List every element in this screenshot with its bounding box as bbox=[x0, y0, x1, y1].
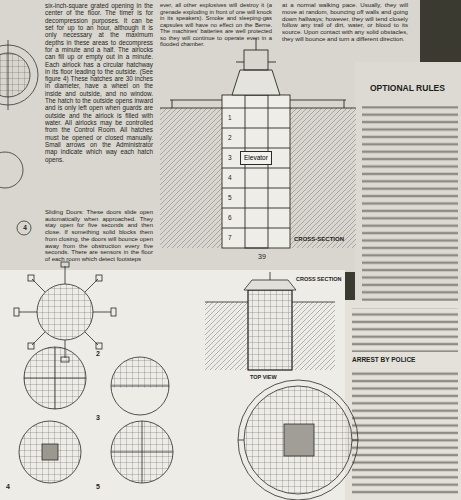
figure-label: 6 bbox=[228, 214, 238, 222]
figure-label: 3 bbox=[228, 154, 238, 162]
figure-label: 2 bbox=[228, 134, 238, 142]
figure-label: 4 bbox=[228, 174, 238, 182]
figure-label: 1 bbox=[228, 114, 238, 122]
figure-label: 4 bbox=[6, 483, 14, 491]
body-text: OPTIONAL RULES bbox=[370, 84, 458, 94]
figure-label: 3 bbox=[96, 414, 104, 422]
body-text: ARREST BY POLICE bbox=[352, 356, 456, 364]
figure-label: 4 bbox=[21, 224, 29, 232]
figure-label: 5 bbox=[228, 194, 238, 202]
elevator-box: Elevator bbox=[240, 151, 272, 165]
body-text: at a normal walking pace. Usually, they … bbox=[282, 2, 408, 43]
body-text: six-inch-square grated opening in the ce… bbox=[45, 2, 153, 163]
node-text: Elevator bbox=[244, 154, 268, 162]
body-text: ever, all other explosives will destroy … bbox=[160, 2, 272, 48]
figure-label: 39 bbox=[252, 253, 272, 261]
figure-label: 5 bbox=[96, 483, 104, 491]
figure-label: 2 bbox=[96, 350, 104, 358]
figure-label: CROSS SECTION bbox=[296, 276, 344, 282]
body-text: Sliding Doors: These doors slide open au… bbox=[45, 209, 153, 263]
body-text: CROSS-SECTION bbox=[294, 236, 364, 243]
figure-label: 7 bbox=[228, 234, 238, 242]
figure-label: TOP VIEW bbox=[250, 374, 290, 380]
